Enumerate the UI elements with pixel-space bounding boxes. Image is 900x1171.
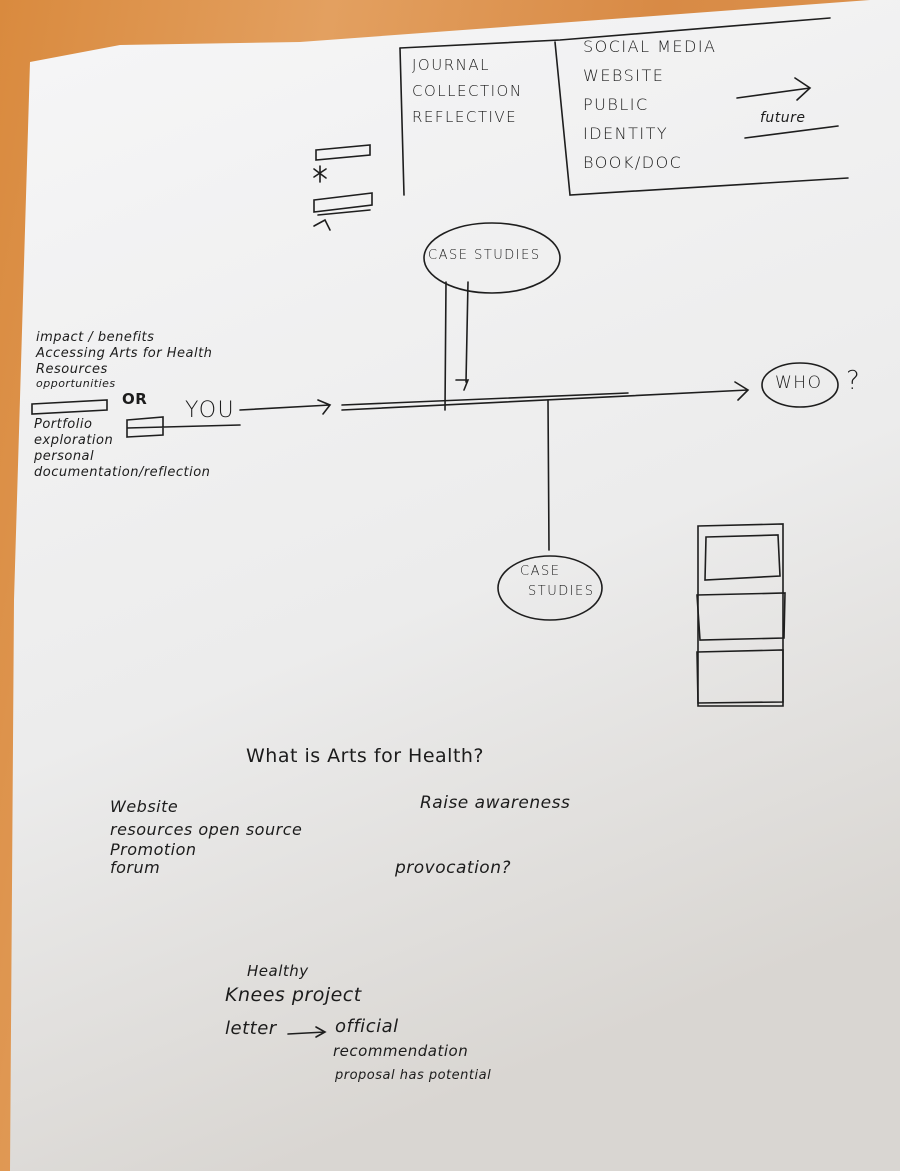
- label-collection: COLLECTION: [412, 82, 523, 100]
- top-right-box-text: SOCIAL MEDIA WEBSITE PUBLIC IDENTITY BOO…: [583, 32, 716, 177]
- note-opportunities: opportunities: [36, 377, 116, 390]
- main-axis-line: [341, 392, 629, 406]
- top-frame-line: [399, 17, 831, 49]
- provocation: provocation?: [395, 858, 511, 878]
- left-notes-top: impact / benefits Accessing Arts for Hea…: [36, 330, 212, 390]
- who-label: WHO: [775, 373, 823, 393]
- slider-icon-1: [315, 144, 371, 161]
- label-journal: JOURNAL: [412, 56, 490, 74]
- main-axis-arrow: [341, 381, 750, 411]
- star-icon: [313, 165, 327, 183]
- case-studies-bottom-ellipse: [497, 555, 603, 621]
- shelf-slot-3: [696, 649, 784, 704]
- question-heading: What is Arts for Health?: [246, 745, 485, 767]
- studies-label: STUDIES: [528, 584, 595, 599]
- top-left-box-text: JOURNAL COLLECTION REFLECTIVE: [412, 52, 523, 130]
- label-book-doc: BOOK/DOC: [583, 153, 683, 172]
- case-label: CASE: [520, 564, 561, 579]
- case-studies-top-label: CASE STUDIES: [428, 248, 541, 263]
- list-item-website: Website: [110, 797, 179, 816]
- left-notes-bottom: Portfolio exploration personal documenta…: [34, 417, 210, 481]
- note-documentation: documentation/reflection: [34, 465, 211, 480]
- label-website: WEBSITE: [583, 66, 665, 85]
- project-proposal: proposal has potential: [335, 1068, 492, 1083]
- you-arrow-line: [239, 399, 332, 415]
- note-accessing: Accessing Arts for Health: [36, 346, 213, 361]
- note-resources: Resources: [36, 362, 108, 377]
- letter-arrow: [287, 1026, 327, 1038]
- connector-top-arrow: [455, 281, 470, 391]
- label-identity: IDENTITY: [583, 124, 669, 143]
- placeholder-bar: [31, 399, 108, 415]
- divider-line: [554, 41, 849, 196]
- project-official: official: [335, 1016, 399, 1037]
- project-knees: Knees project: [225, 984, 362, 1006]
- shelf-outline: [697, 523, 784, 707]
- check-icon: [313, 218, 331, 231]
- shelf-slot-1: [704, 534, 781, 581]
- label-social-media: SOCIAL MEDIA: [583, 37, 717, 56]
- project-letter: letter: [225, 1018, 277, 1039]
- list-item-promotion: Promotion: [110, 840, 197, 859]
- label-reflective: REFLECTIVE: [412, 108, 518, 126]
- label-public: PUBLIC: [583, 95, 649, 114]
- who-question-mark: ?: [846, 366, 861, 396]
- connector-top-left: [444, 281, 447, 411]
- list-item-resources: resources open source: [110, 820, 303, 839]
- future-underline: [744, 125, 839, 139]
- shelf-slot-2: [696, 592, 786, 641]
- note-personal: personal: [34, 449, 95, 464]
- website-list: Website resources open source Promotion …: [110, 795, 302, 877]
- project-recommendation: recommendation: [333, 1042, 469, 1060]
- you-label: YOU: [185, 398, 236, 423]
- who-ellipse: [761, 362, 839, 408]
- case-studies-bottom-label: CASE STUDIES: [516, 562, 595, 602]
- connector-bottom: [547, 399, 550, 551]
- future-arrow: [736, 77, 812, 101]
- note-impact: impact / benefits: [36, 330, 155, 345]
- future-label: future: [760, 110, 806, 126]
- left-box-edge: [399, 47, 405, 196]
- raise-awareness: Raise awareness: [420, 793, 571, 813]
- list-item-forum: forum: [110, 858, 161, 877]
- placeholder-box: [126, 416, 241, 438]
- or-label: OR: [122, 390, 148, 408]
- note-exploration: exploration: [34, 433, 114, 448]
- slider-icon-2: [313, 192, 373, 216]
- note-portfolio: Portfolio: [34, 417, 93, 432]
- case-studies-top-ellipse: [423, 222, 561, 294]
- project-healthy: Healthy: [247, 962, 309, 980]
